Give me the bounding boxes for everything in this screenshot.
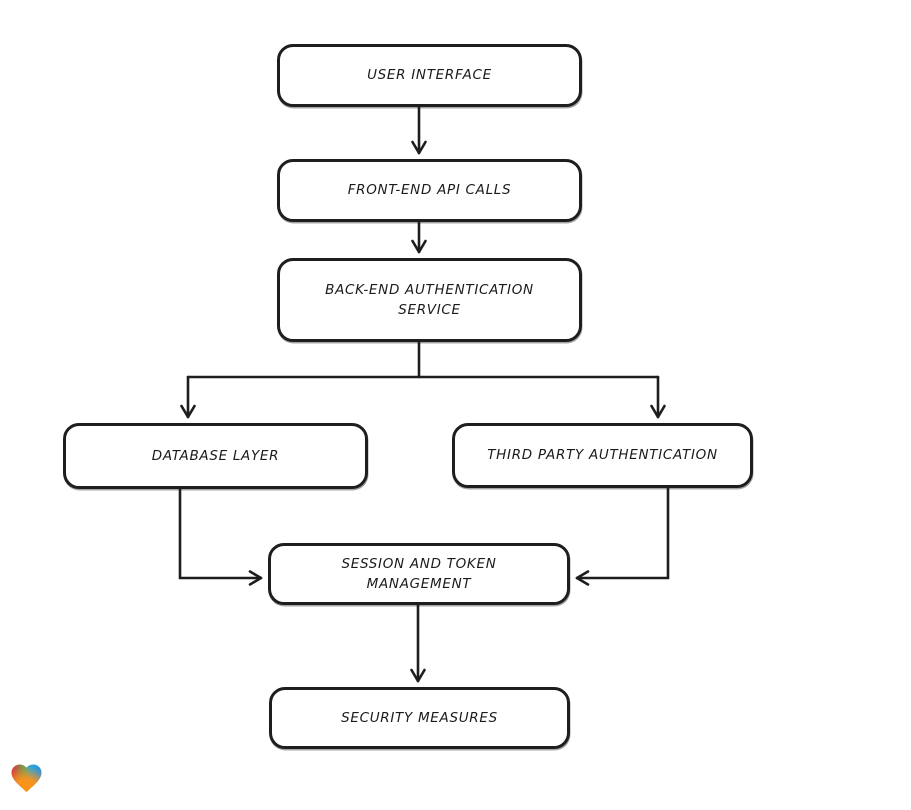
edge-database-layer-to-session-management[interactable] xyxy=(178,487,263,586)
heart-icon xyxy=(11,764,42,793)
node-database-layer[interactable]: DATABASE LAYER xyxy=(63,423,368,489)
gradient-heart-logo[interactable] xyxy=(8,760,45,796)
node-session-and-token-management-label: SESSION AND TOKEN MANAGEMENT xyxy=(341,555,497,592)
edge-third-party-to-session-management[interactable] xyxy=(575,486,670,586)
node-back-end-authentication-service-label: BACK-END AUTHENTICATION SERVICE xyxy=(325,281,534,318)
node-user-interface-label: USER INTERFACE xyxy=(367,67,492,84)
node-user-interface[interactable]: USER INTERFACE xyxy=(277,44,582,107)
node-third-party-authentication[interactable]: THIRD PARTY AUTHENTICATION xyxy=(452,423,753,488)
node-security-measures-label: SECURITY MEASURES xyxy=(341,709,498,726)
edge-back-end-authentication-service-branch[interactable] xyxy=(186,340,660,379)
node-database-layer-label: DATABASE LAYER xyxy=(151,447,280,464)
node-third-party-authentication-label: THIRD PARTY AUTHENTICATION xyxy=(487,447,718,464)
node-security-measures[interactable]: SECURITY MEASURES xyxy=(269,687,570,749)
node-front-end-api-calls-label: FRONT-END API CALLS xyxy=(347,182,512,199)
node-session-and-token-management[interactable]: SESSION AND TOKEN MANAGEMENT xyxy=(268,543,570,605)
node-front-end-api-calls[interactable]: FRONT-END API CALLS xyxy=(277,159,582,222)
node-back-end-authentication-service[interactable]: BACK-END AUTHENTICATION SERVICE xyxy=(277,258,582,342)
